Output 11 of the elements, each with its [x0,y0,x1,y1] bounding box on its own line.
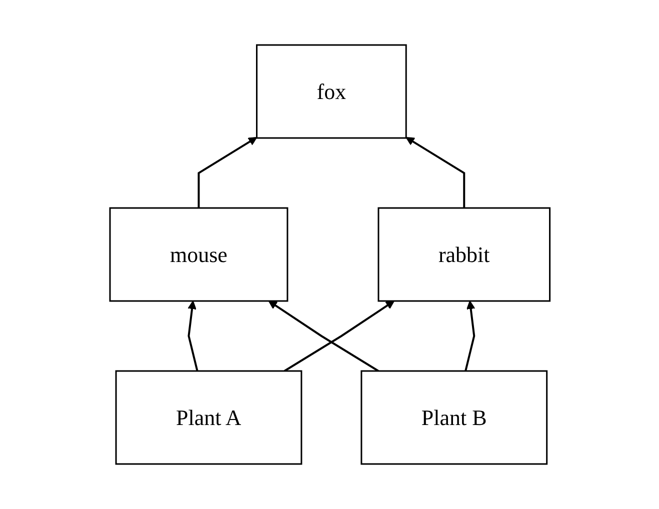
arrow [284,300,394,372]
node-box: Plant B [360,370,548,465]
arrow [187,300,198,372]
node-box: fox [256,44,406,139]
arrow [464,300,475,372]
arrow [197,136,257,208]
node-box: Plant A [114,370,302,465]
arrow [268,300,379,372]
node-box: mouse [108,207,288,302]
node-box: rabbit [377,207,550,302]
arrow [405,136,465,208]
